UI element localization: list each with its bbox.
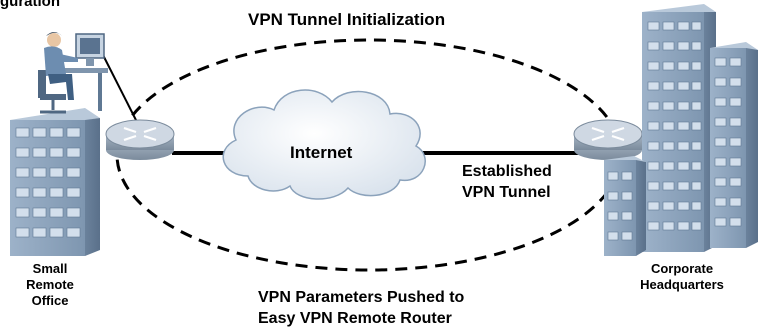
link-pc-to-router [102,54,141,129]
established-tunnel-label: Established VPN Tunnel [462,161,552,203]
hq-building [604,4,758,256]
established-line-2: VPN Tunnel [462,184,551,201]
established-line-1: Established [462,163,552,180]
hq-label: Corporate Headquarters [632,261,732,293]
remote-office-building [10,108,100,256]
remote-office-line-3: Office [31,293,69,308]
internet-label: Internet [290,143,353,162]
remote-office-line-1: Small [32,261,68,276]
params-line-1: VPN Parameters Pushed to [258,289,465,306]
remote-router-icon [105,119,175,160]
hq-line-1: Corporate [650,261,714,276]
hq-line-2: Headquarters [640,277,724,292]
tunnel-initialization-label: VPN Tunnel Initialization [248,10,446,29]
remote-office-label: Small Remote Office [18,261,82,309]
params-pushed-label: VPN Parameters Pushed to Easy VPN Remote… [258,287,464,329]
hq-router-icon [573,119,643,160]
internet-cloud [222,89,426,200]
user-at-workstation-icon [38,32,108,114]
remote-office-line-2: Remote [26,277,74,292]
config-title-fragment: guration [0,0,60,10]
params-line-2: Easy VPN Remote Router [258,310,452,327]
